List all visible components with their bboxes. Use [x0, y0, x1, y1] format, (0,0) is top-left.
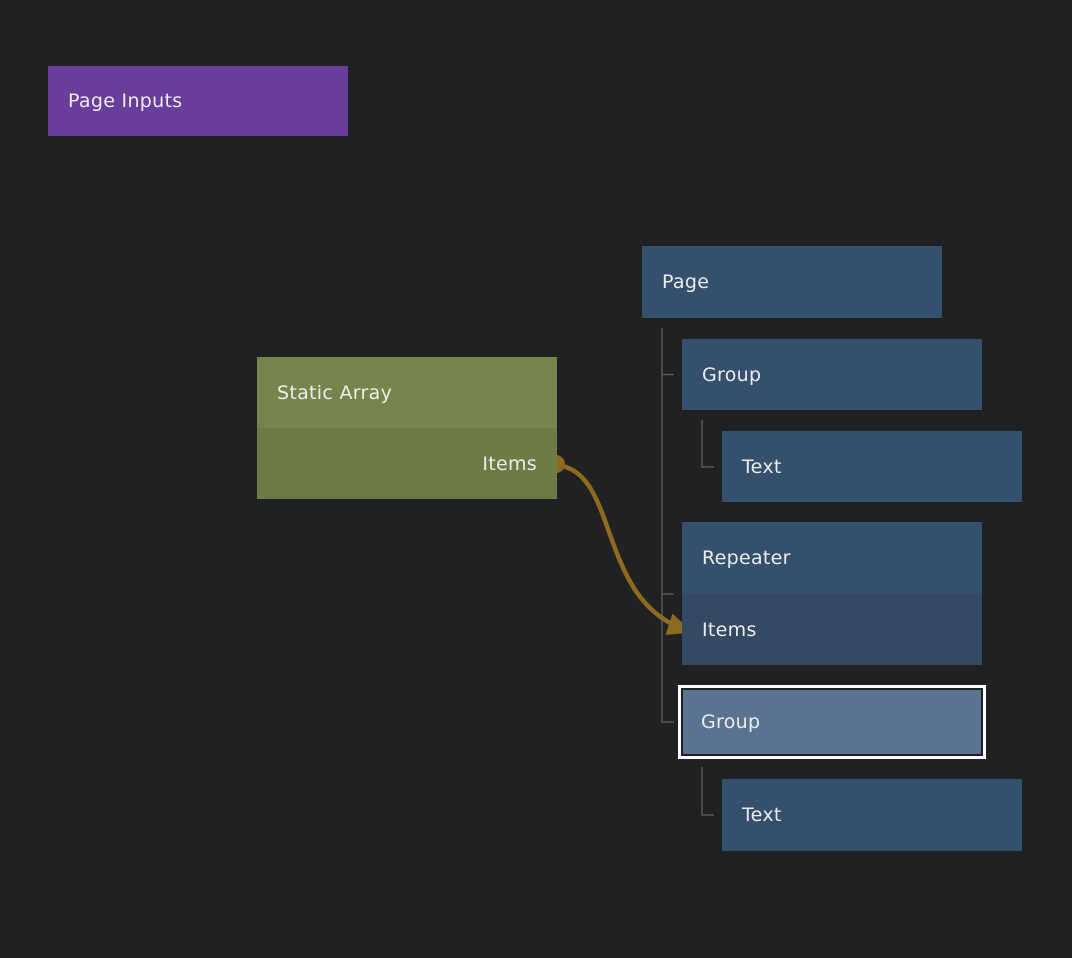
tree-node-page[interactable]: Page	[642, 246, 942, 318]
tree-node-group[interactable]: Group	[682, 339, 982, 410]
items-input-port-label[interactable]: Items	[702, 618, 757, 641]
static-array-title: Static Array	[277, 381, 393, 404]
repeater-header[interactable]: Repeater	[682, 522, 982, 594]
tree-node-text[interactable]: Text	[722, 431, 1022, 502]
group-node-label: Group	[702, 363, 762, 386]
tree-node-text-2[interactable]: Text	[722, 779, 1022, 851]
page-node-label: Page	[662, 271, 710, 293]
connection-wire[interactable]	[555, 462, 693, 635]
repeater-node-label: Repeater	[702, 547, 791, 569]
text-node-label: Text	[742, 455, 782, 478]
static-array-node[interactable]: Static Array Items	[257, 357, 557, 499]
tree-line-group2-text	[701, 767, 714, 816]
tree-node-group-selected[interactable]: Group	[678, 685, 986, 759]
page-inputs-node[interactable]: Page Inputs	[48, 66, 348, 136]
repeater-input-row[interactable]: Items	[682, 594, 982, 665]
tree-node-repeater[interactable]: Repeater Items	[682, 522, 982, 665]
tree-line-group-text	[701, 420, 714, 468]
text-node-2-label: Text	[742, 804, 782, 826]
static-array-output-row[interactable]: Items	[257, 428, 557, 499]
items-output-port-label[interactable]: Items	[482, 452, 537, 475]
tree-line-page-children	[661, 328, 674, 723]
page-inputs-label: Page Inputs	[68, 90, 183, 112]
selected-group-fill[interactable]: Group	[683, 690, 981, 754]
selected-group-label: Group	[701, 711, 761, 733]
static-array-header[interactable]: Static Array	[257, 357, 557, 428]
